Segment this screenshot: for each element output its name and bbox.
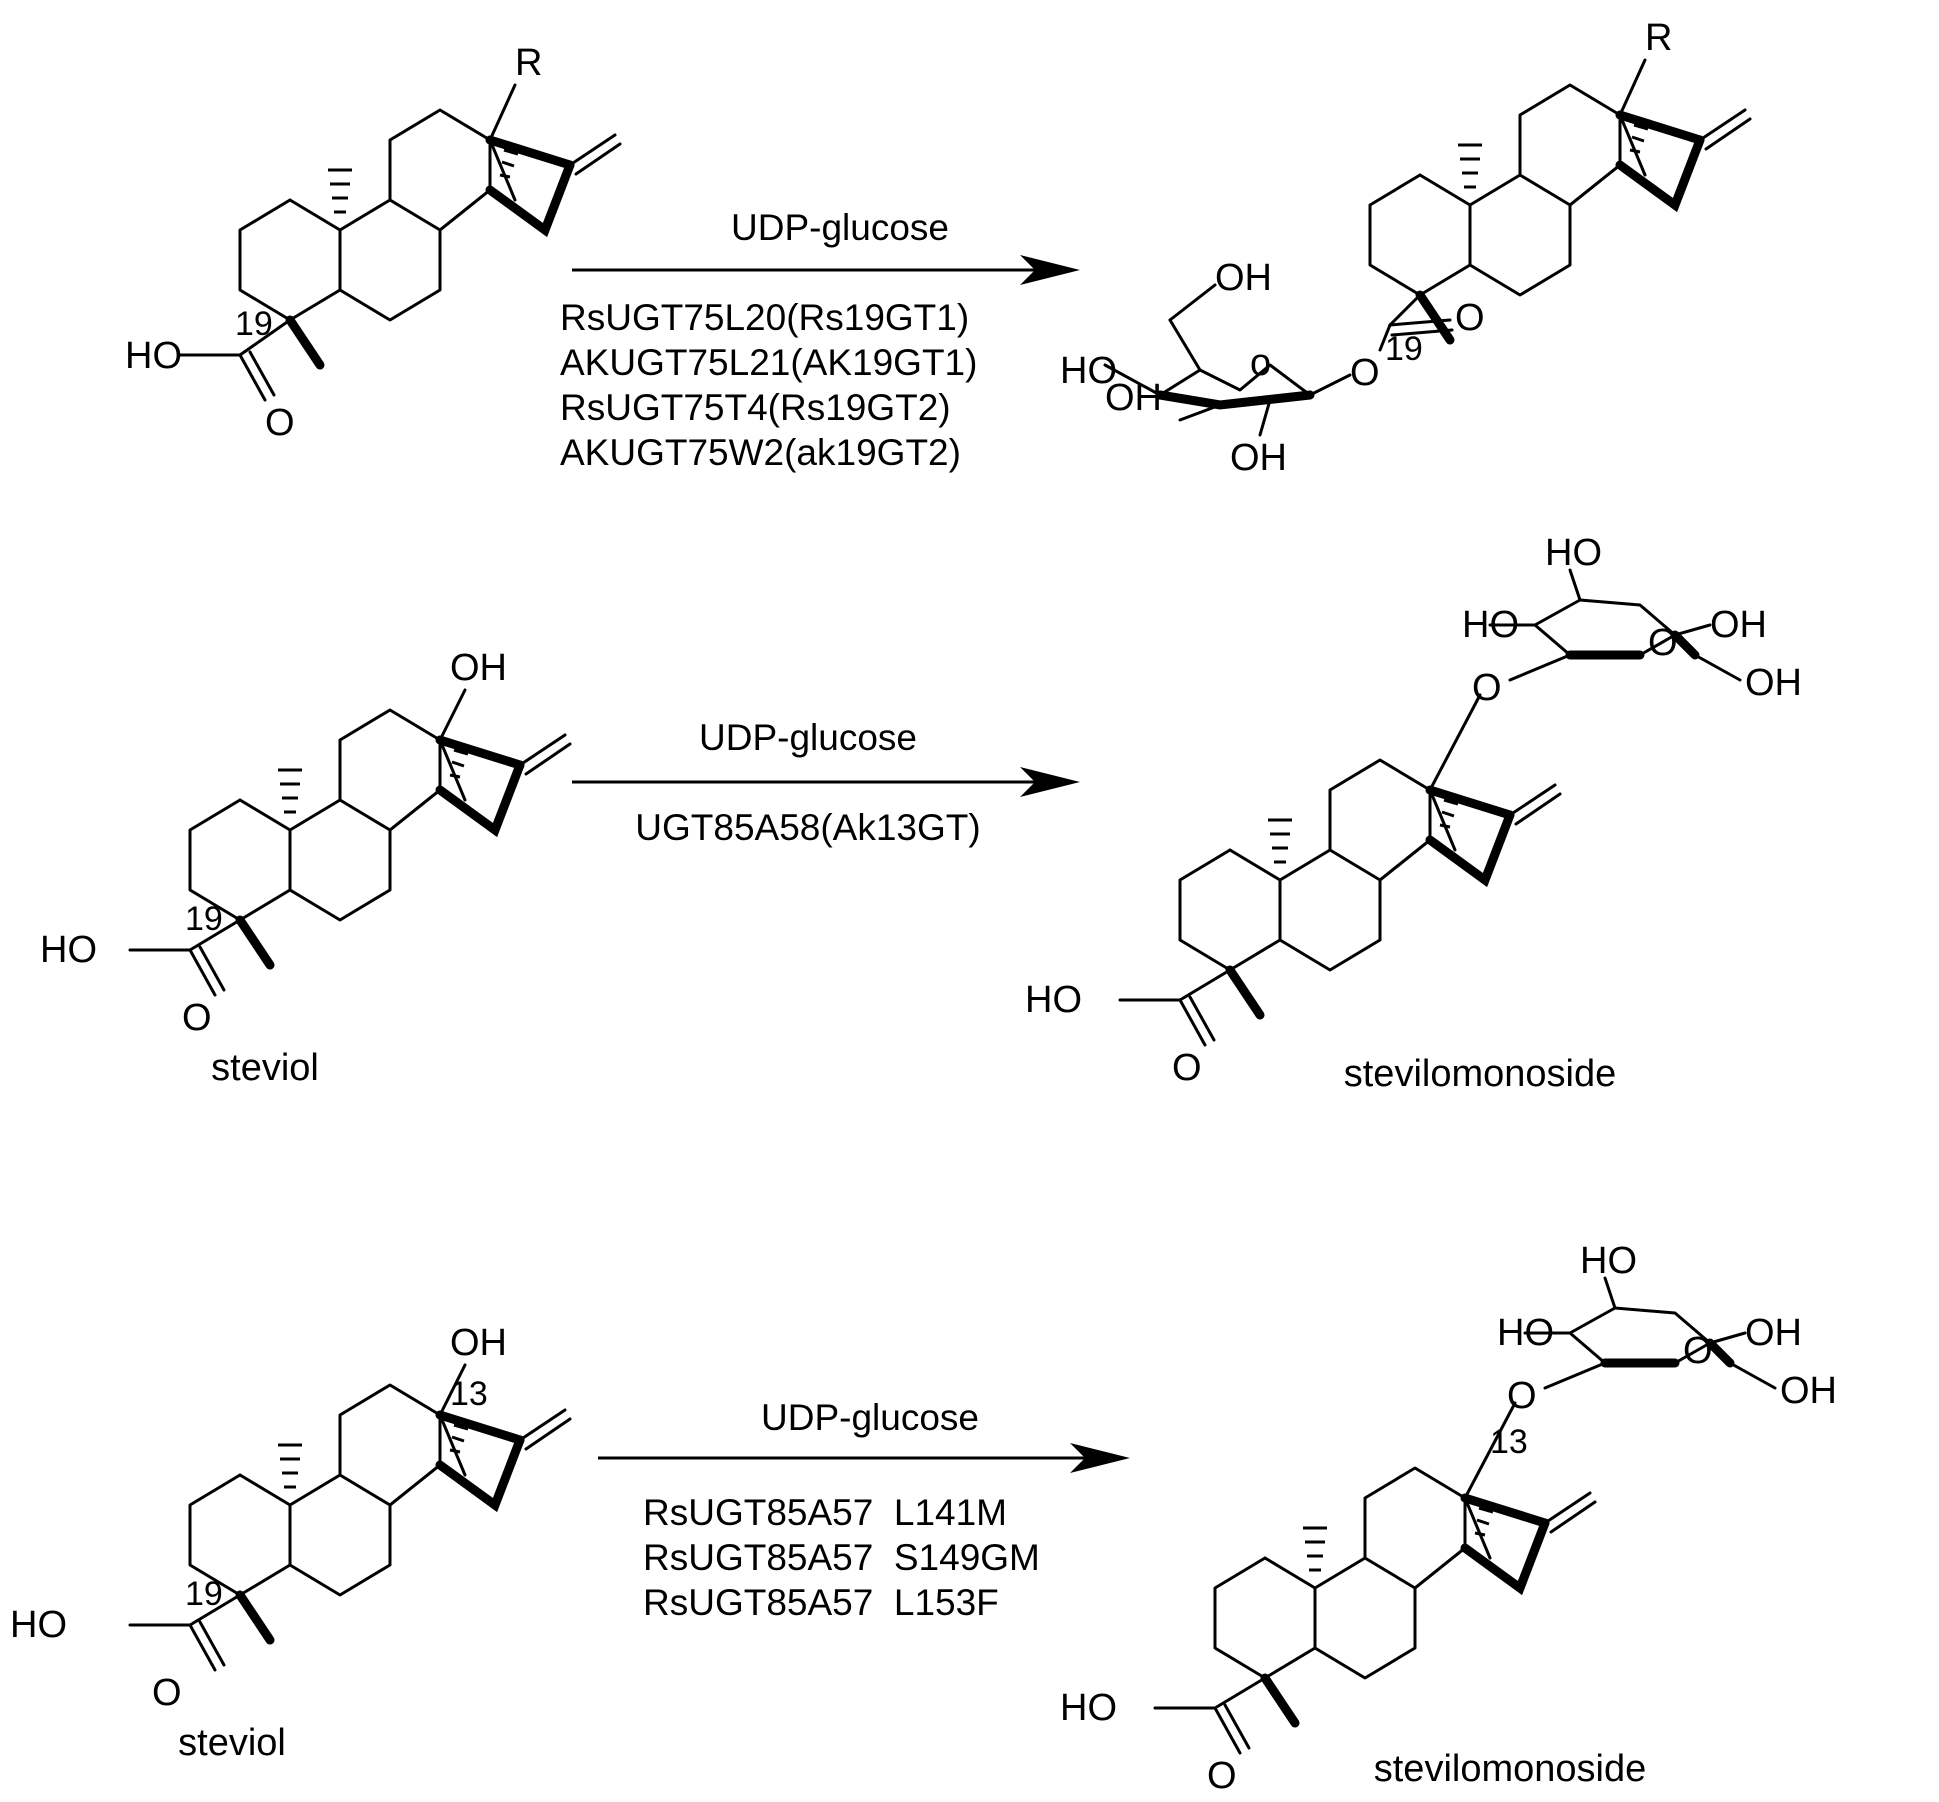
acid-hydroxyl-label: HO: [125, 335, 182, 377]
glycosidic-oxygen-label: O: [1472, 667, 1502, 709]
reaction-3-arrowhead: [1070, 1443, 1130, 1473]
sugar-hydroxyl-c-label: OH: [1710, 604, 1767, 646]
acid-oxygen-label: O: [1207, 1755, 1237, 1797]
reaction-2-arrowhead: [1020, 767, 1080, 797]
reaction-2-enzyme-1: UGT85A58(Ak13GT): [635, 807, 980, 848]
reaction-1-enzyme-4: AKUGT75W2(ak19GT2): [560, 432, 961, 473]
carbon-19-label: 19: [185, 1575, 223, 1613]
hydroxyl-13-label: OH: [450, 1322, 507, 1364]
carbon-19-label: 19: [1385, 330, 1423, 368]
sugar-hydroxyl-a-label: HO: [1497, 1312, 1554, 1354]
reaction-1-substrate: R 19 HO O: [125, 42, 620, 444]
reaction-2-product-name: stevilomonoside: [1344, 1053, 1616, 1095]
sugar-hydroxyl-b-label: HO: [1580, 1240, 1637, 1282]
reaction-3-enzyme-2: RsUGT85A57 S149GM: [643, 1537, 1040, 1578]
reaction-2: OH 19 HO O steviol UDP-glucose UGT85A58(…: [40, 532, 1802, 1095]
reaction-3-enzyme-3: RsUGT85A57 L153F: [643, 1582, 999, 1623]
ester-oxygen-label: O: [1350, 352, 1380, 394]
reaction-3-enzyme-1: RsUGT85A57 L141M: [643, 1492, 1007, 1533]
reaction-1-enzyme-1: RsUGT75L20(Rs19GT1): [560, 297, 969, 338]
reaction-3-product: 13 O O HO HO OH OH HO O stevilomonoside: [1060, 1240, 1837, 1797]
sugar-hydroxyl-d-label: OH: [1745, 662, 1802, 704]
hydroxyl-4-label: HO: [1060, 350, 1117, 392]
hydroxyl-2-label: OH: [1230, 437, 1287, 479]
sugar-hydroxyl-c-label: OH: [1745, 1312, 1802, 1354]
reaction-2-substrate: OH 19 HO O steviol: [40, 647, 570, 1089]
carbon-13-label: 13: [1490, 1423, 1528, 1461]
reaction-2-reagent: UDP-glucose: [699, 717, 917, 758]
hydroxyl-3-label: OH: [1105, 377, 1162, 419]
reaction-3-product-name: stevilomonoside: [1374, 1748, 1646, 1790]
reaction-1-reagent: UDP-glucose: [731, 207, 949, 248]
sugar-hydroxyl-d-label: OH: [1780, 1370, 1837, 1412]
acid-hydroxyl-label: HO: [1025, 979, 1082, 1021]
reaction-1: R 19 HO O UDP-glucose RsUGT75L20(Rs19GT1…: [125, 17, 1750, 479]
sugar-hydroxyl-b-label: HO: [1545, 532, 1602, 574]
acid-hydroxyl-label: HO: [1060, 1687, 1117, 1729]
carbon-19-label: 19: [235, 305, 273, 343]
ring-oxygen-label: o: [1250, 342, 1271, 384]
sugar-hydroxyl-a-label: HO: [1462, 604, 1519, 646]
reaction-1-product: R 19 O O o OH HO OH OH: [1060, 17, 1750, 479]
reaction-3: OH 13 19 HO O steviol UDP-glucose RsUGT8…: [10, 1240, 1837, 1797]
acid-hydroxyl-label: HO: [40, 929, 97, 971]
reaction-2-substrate-name: steviol: [211, 1047, 319, 1089]
acid-hydroxyl-label: HO: [10, 1604, 67, 1646]
r-group-label: R: [515, 42, 542, 84]
ring-oxygen-label: O: [1648, 622, 1678, 664]
reaction-2-product: O O HO HO OH OH HO O stevilomonoside: [1025, 532, 1802, 1095]
ring-oxygen-label: O: [1683, 1330, 1713, 1372]
acid-oxygen-label: O: [152, 1672, 182, 1714]
acid-oxygen-label: O: [1172, 1047, 1202, 1089]
reaction-1-enzyme-2: AKUGT75L21(AK19GT1): [560, 342, 977, 383]
acid-oxygen-label: O: [265, 402, 295, 444]
hydroxyl-6-label: OH: [1215, 257, 1272, 299]
carbon-19-label: 19: [185, 900, 223, 938]
reaction-3-substrate-name: steviol: [178, 1722, 286, 1764]
carbonyl-oxygen-label: O: [1455, 297, 1485, 339]
reaction-3-reagent: UDP-glucose: [761, 1397, 979, 1438]
r-group-label: R: [1645, 17, 1672, 59]
reaction-1-arrowhead: [1020, 255, 1080, 285]
glycosidic-oxygen-label: O: [1507, 1375, 1537, 1417]
acid-oxygen-label: O: [182, 997, 212, 1039]
reaction-3-substrate: OH 13 19 HO O steviol: [10, 1322, 570, 1764]
carbon-13-label: 13: [450, 1375, 488, 1413]
reaction-1-enzyme-3: RsUGT75T4(Rs19GT2): [560, 387, 951, 428]
hydroxyl-13-label: OH: [450, 647, 507, 689]
